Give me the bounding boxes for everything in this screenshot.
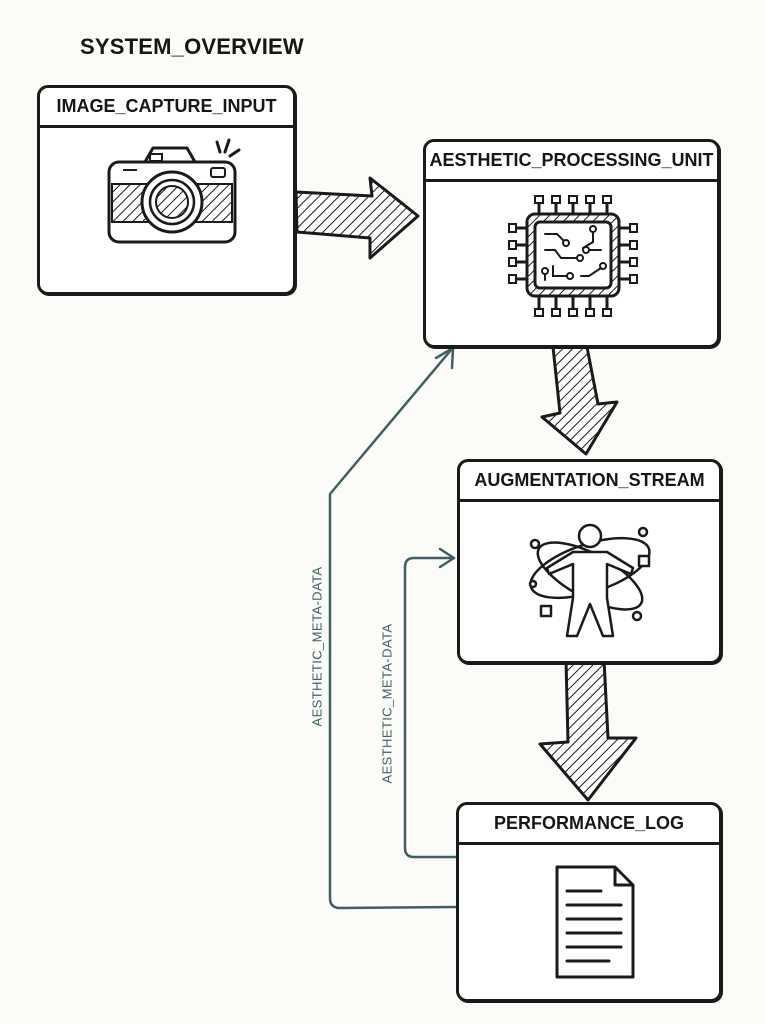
arrow-capture-to-processing bbox=[294, 176, 420, 260]
node-aesthetic-processing: AESTHETIC_PROCESSING_UNIT bbox=[423, 139, 720, 348]
document-icon bbox=[459, 849, 719, 999]
node-label: AESTHETIC_PROCESSING_UNIT bbox=[426, 142, 717, 182]
node-label: PERFORMANCE_LOG bbox=[459, 805, 719, 845]
arrow-augmentation-to-performance bbox=[538, 658, 638, 802]
node-label: IMAGE_CAPTURE_INPUT bbox=[40, 88, 293, 128]
feedback-arrowhead-inner bbox=[438, 547, 456, 569]
camera-icon bbox=[40, 128, 293, 292]
node-performance-log: PERFORMANCE_LOG bbox=[456, 802, 722, 1002]
arrow-processing-to-augmentation bbox=[540, 345, 619, 456]
feedback-label-inner: AESTHETIC_META-DATA bbox=[379, 623, 395, 784]
feedback-arrowhead-outer bbox=[434, 346, 455, 370]
node-label: AUGMENTATION_STREAM bbox=[460, 462, 719, 502]
feedback-line-outer bbox=[328, 348, 458, 910]
node-image-capture: IMAGE_CAPTURE_INPUT bbox=[37, 85, 296, 295]
cpu-chip-icon bbox=[426, 188, 717, 345]
node-augmentation-stream: AUGMENTATION_STREAM bbox=[457, 459, 722, 664]
feedback-line-inner bbox=[403, 556, 458, 859]
diagram-title: SYSTEM_OVERVIEW bbox=[80, 34, 304, 59]
human-figure-orbit-icon bbox=[460, 506, 719, 661]
feedback-label-outer: AESTHETIC_META-DATA bbox=[309, 566, 325, 727]
